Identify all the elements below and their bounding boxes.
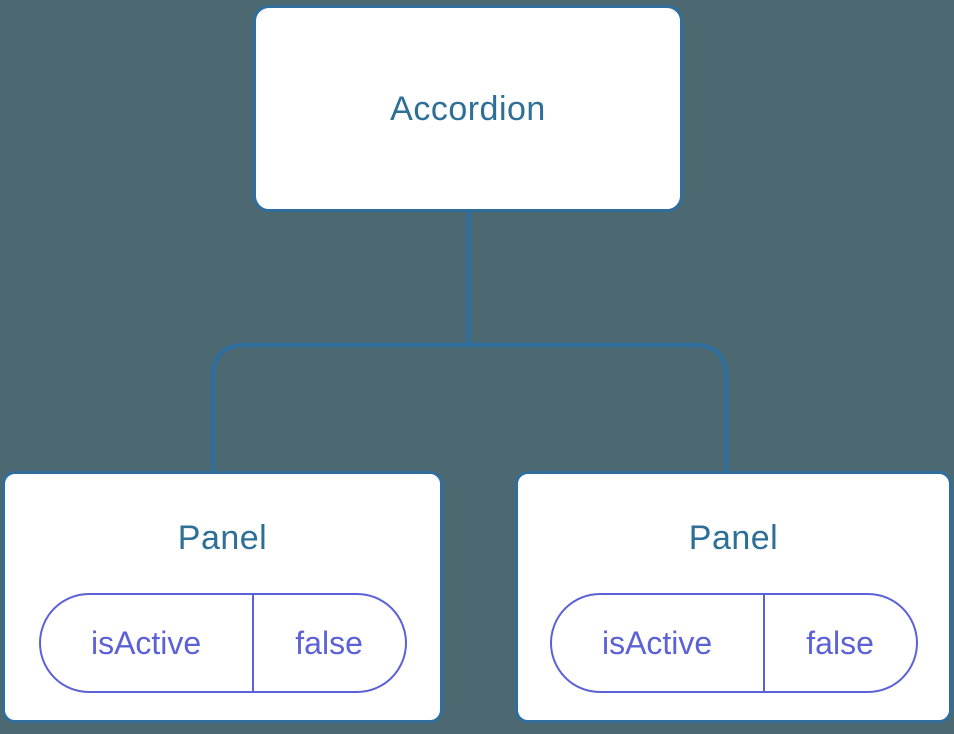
- state-value: false: [295, 624, 363, 661]
- panel-node-left: Panel isActive false: [2, 471, 443, 723]
- accordion-node-label: Accordion: [390, 89, 546, 128]
- state-value: false: [806, 624, 874, 661]
- panel-node-label: Panel: [688, 519, 779, 557]
- accordion-node: Accordion: [253, 5, 683, 212]
- panel-node-right: Panel isActive false: [515, 471, 952, 723]
- connector-branch: [210, 342, 729, 472]
- state-pill: isActive false: [549, 593, 918, 693]
- state-pill: isActive false: [38, 593, 407, 693]
- state-key: isActive: [552, 595, 765, 691]
- state-key: isActive: [41, 595, 254, 691]
- panel-node-label: Panel: [177, 519, 268, 557]
